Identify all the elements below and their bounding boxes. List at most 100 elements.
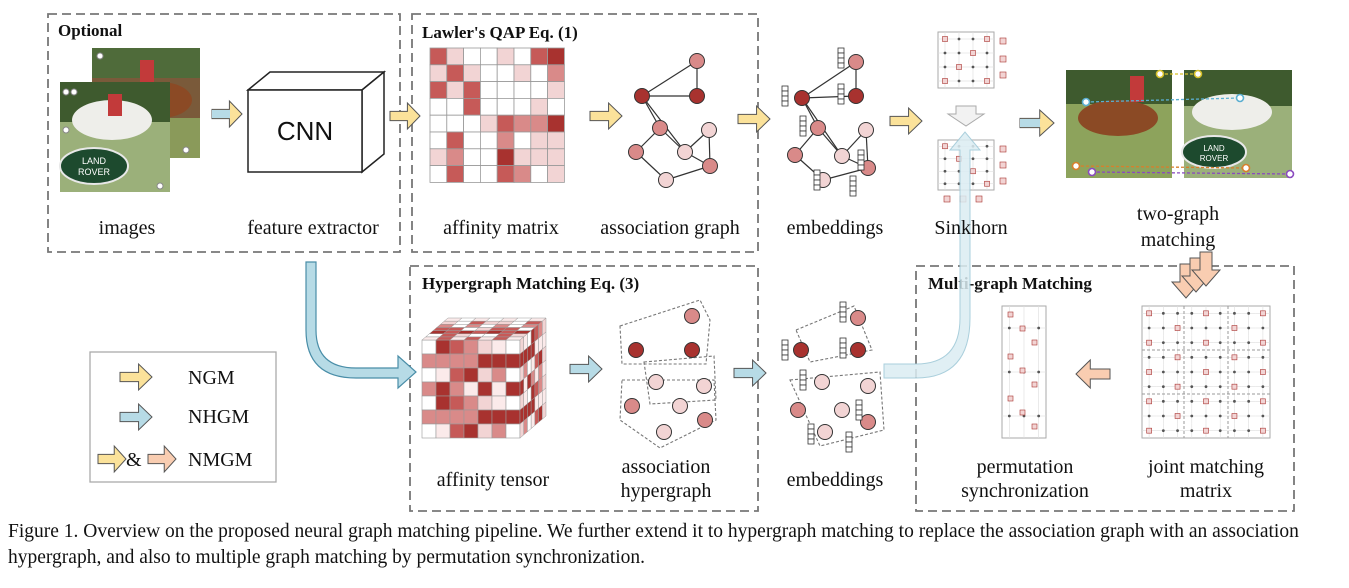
affinity-cell bbox=[530, 114, 548, 133]
tensor-side-cell bbox=[530, 410, 536, 430]
graph-node bbox=[848, 88, 864, 104]
embedding-vector-cell bbox=[813, 179, 821, 186]
affinity-cell bbox=[463, 165, 481, 183]
graph-node bbox=[677, 144, 693, 160]
tensor-front-cell bbox=[435, 423, 451, 439]
label-permutation: permutation bbox=[977, 456, 1074, 478]
matrix-mark bbox=[1203, 310, 1209, 317]
tensor-side-cell bbox=[519, 420, 524, 439]
matrix-dot bbox=[1218, 414, 1222, 418]
embedding-vector-cell bbox=[855, 404, 863, 411]
affinity-cell bbox=[479, 64, 498, 83]
affinity-cell bbox=[530, 64, 548, 83]
tensor-front-cell bbox=[505, 367, 521, 383]
matrix-dot bbox=[1247, 355, 1251, 359]
sinkhorn-side-mark bbox=[999, 161, 1007, 169]
hyperedge bbox=[619, 299, 711, 365]
permutation-synchronization-matrix bbox=[1001, 305, 1047, 439]
sinkhorn-side-mark bbox=[999, 177, 1007, 185]
sinkhorn-side-mark bbox=[999, 145, 1007, 153]
arrow-matching-to-joint bbox=[1190, 251, 1222, 287]
affinity-cell bbox=[530, 148, 548, 167]
embedding-vector-cell bbox=[849, 190, 857, 197]
tensor-front-cell bbox=[477, 409, 493, 425]
affinity-cell bbox=[496, 47, 515, 66]
affinity-cell bbox=[429, 148, 448, 167]
matrix-mark bbox=[1019, 325, 1026, 332]
sinkhorn-side-mark bbox=[943, 195, 951, 203]
tensor-front-cell bbox=[463, 423, 479, 439]
tensor-front-cell bbox=[435, 409, 451, 425]
curved-arrow-to-tensor bbox=[305, 261, 417, 390]
tensor-front-cell bbox=[505, 423, 521, 439]
tensor-front-cell bbox=[421, 353, 437, 369]
hypergraph-box bbox=[409, 265, 759, 512]
matrix-dot bbox=[1247, 370, 1251, 374]
hyperedge bbox=[619, 379, 717, 449]
matrix-mark bbox=[1260, 310, 1266, 317]
embedding-vector-cell bbox=[799, 384, 807, 391]
matrix-dot bbox=[1204, 414, 1208, 418]
embedding-vector-cell bbox=[845, 431, 853, 438]
embedding-vector-cell bbox=[799, 125, 807, 132]
affinity-cell bbox=[429, 131, 448, 150]
embedding-vector-cell bbox=[857, 164, 865, 171]
embedding-vector-cell bbox=[837, 98, 845, 105]
embedding-vector-cell bbox=[799, 120, 807, 127]
embedding-vector-cell bbox=[807, 423, 815, 430]
hypergraph-node bbox=[860, 414, 876, 430]
matrix-dot bbox=[1233, 399, 1236, 403]
tensor-front-cell bbox=[491, 367, 507, 383]
matrix-mark bbox=[1031, 423, 1038, 430]
embedding-vector-cell bbox=[845, 446, 853, 453]
arrow-blue-stripe bbox=[1020, 119, 1040, 127]
association-graph bbox=[628, 53, 718, 188]
matrix-dot bbox=[1190, 370, 1194, 374]
affinity-cell bbox=[446, 131, 464, 150]
graph-node bbox=[634, 88, 650, 104]
graph-node bbox=[834, 148, 850, 164]
hypergraph-node bbox=[793, 342, 809, 358]
hypergraph-node bbox=[697, 412, 713, 428]
affinity-cell bbox=[496, 98, 515, 116]
hyperedge bbox=[643, 355, 717, 405]
affinity-cell bbox=[446, 47, 464, 66]
graph-node bbox=[787, 147, 803, 163]
matrix-dot bbox=[957, 37, 961, 41]
embeddings-hypergraph bbox=[781, 301, 885, 453]
curved-arrow-to-sinkhorn bbox=[883, 131, 982, 379]
tensor-front-cell bbox=[477, 367, 493, 383]
hypergraph-node bbox=[814, 374, 830, 390]
matrix-dot bbox=[971, 65, 975, 69]
tensor-front-cell bbox=[449, 339, 465, 355]
affinity-cell bbox=[513, 98, 532, 116]
arrow-blue-stripe bbox=[212, 110, 230, 118]
tensor-front-cell bbox=[463, 339, 479, 355]
matrix-dot bbox=[1204, 355, 1208, 359]
matrix-mark bbox=[942, 78, 948, 84]
hyperedge bbox=[789, 371, 885, 447]
affinity-cell bbox=[513, 148, 532, 167]
embedding-vector-cell bbox=[845, 441, 853, 448]
embedding-vector-cell bbox=[837, 83, 845, 90]
svg-text:ROVER: ROVER bbox=[1200, 154, 1229, 163]
matrix-dot bbox=[985, 169, 989, 173]
label-sinkhorn: Sinkhorn bbox=[934, 217, 1007, 239]
embedding-vector-cell bbox=[781, 349, 789, 356]
affinity-cell bbox=[429, 114, 448, 133]
land-rover-logo bbox=[59, 147, 129, 185]
tensor-front-cell bbox=[463, 409, 479, 425]
matrix-dot bbox=[1247, 399, 1251, 403]
matrix-mark bbox=[1146, 398, 1152, 405]
legend-nmgm: NMGM bbox=[188, 449, 253, 471]
matrix-mark bbox=[1203, 339, 1209, 346]
matrix-dot bbox=[1161, 370, 1165, 374]
matrix-dot bbox=[1161, 341, 1165, 345]
matrix-dot bbox=[1247, 385, 1251, 389]
two-graph-matching-photos: LAND ROVER bbox=[1066, 69, 1295, 179]
arrow-graph-to-embeddings bbox=[737, 104, 771, 134]
hypergraph-node bbox=[684, 308, 700, 324]
graph-node bbox=[652, 120, 668, 136]
optional-box bbox=[47, 13, 401, 253]
embedding-vector-cell bbox=[839, 352, 847, 359]
